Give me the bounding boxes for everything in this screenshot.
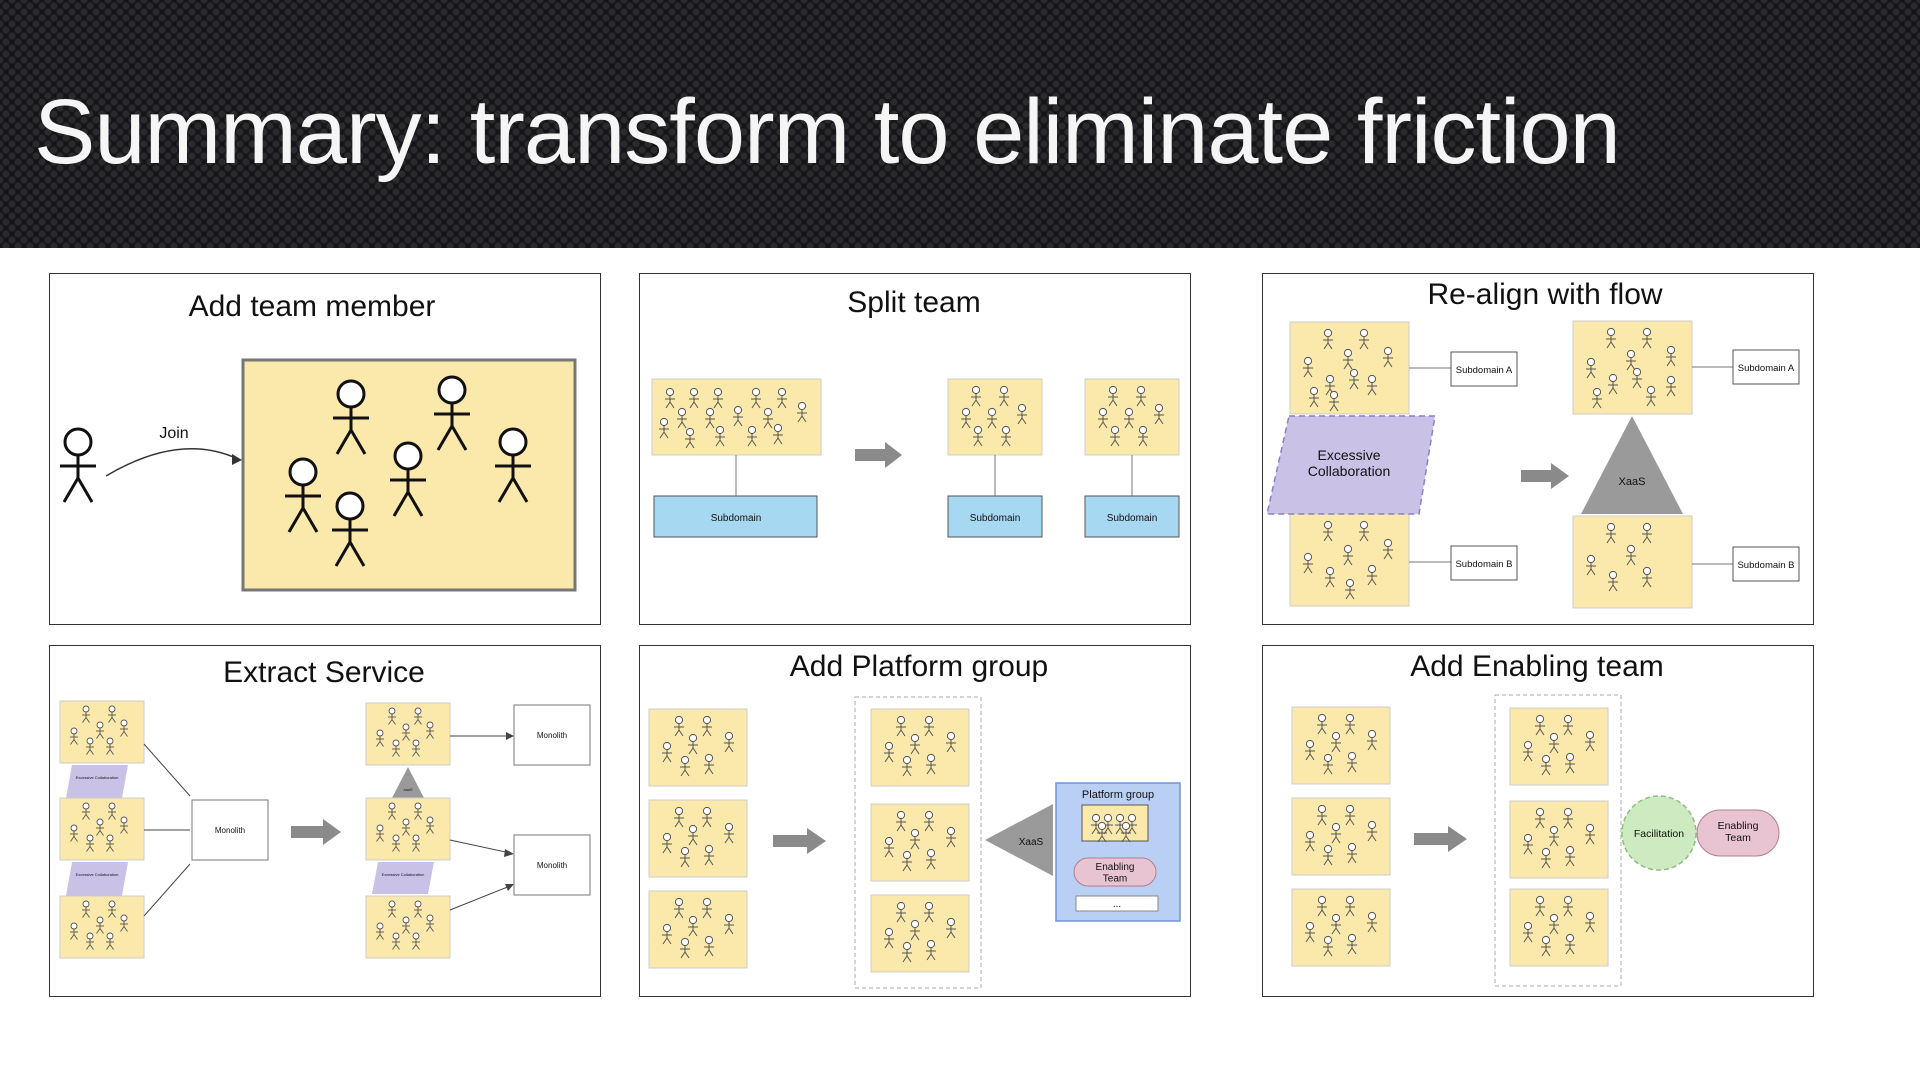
- new-member-icon: [60, 427, 96, 503]
- title-banner: Summary: transform to eliminate friction: [0, 0, 1920, 248]
- xaas-triangle: [1581, 416, 1683, 514]
- right-arrow-icon: [1521, 463, 1569, 489]
- excessive-collab-label: Excessive Collaboration: [76, 872, 119, 877]
- subdomain-b-label: Subdomain B: [1455, 559, 1512, 570]
- team-box-small: [1084, 378, 1180, 456]
- panel-split-team: Split team Subdomain Subdomain Subdomain: [639, 273, 1191, 625]
- join-arrow: [105, 447, 239, 477]
- panel-realign-with-flow: Re-align with flow Subdomain A Subdomain…: [1262, 273, 1814, 625]
- excessive-collaboration-shape: [66, 765, 128, 798]
- subdomain-box: [653, 495, 818, 538]
- connector-arrow: [449, 839, 511, 854]
- panel-title: Add team member: [189, 290, 436, 323]
- join-arrowhead: [232, 454, 242, 465]
- subdomain-a-box: [1732, 349, 1800, 385]
- facilitation-circle: [1621, 795, 1697, 871]
- team-box-small: [947, 378, 1043, 456]
- right-arrow-icon: [291, 819, 341, 845]
- enabling-team-pill: [1073, 857, 1157, 887]
- member-icon: [333, 379, 369, 455]
- xaas-triangle: [985, 804, 1053, 876]
- extract-service-diagram: Extract Service Excessive Collaboration …: [59, 656, 591, 959]
- monolith-label: Monolith: [215, 826, 245, 835]
- realign-diagram: Re-align with flow Subdomain A Subdomain…: [1266, 278, 1800, 609]
- right-arrow-icon: [855, 442, 902, 468]
- member-icon: [285, 457, 321, 533]
- platform-group-diagram: Add Platform group XaaS: [648, 650, 1181, 989]
- member-icon: [434, 375, 470, 451]
- subdomain-a-box: [1450, 351, 1518, 387]
- connector-arrow: [143, 863, 191, 917]
- platform-team-box: [1081, 804, 1149, 842]
- subdomain-box: [947, 495, 1043, 538]
- monolith-label: Monolith: [537, 731, 567, 740]
- arrowhead: [505, 884, 514, 891]
- excessive-collab-label: Excessive Collaboration: [382, 872, 425, 877]
- monolith-box: [191, 799, 269, 861]
- panel-title: Re-align with flow: [1427, 278, 1662, 311]
- subdomain-b-label: Subdomain B: [1737, 560, 1794, 571]
- enabling-team-diagram: Add Enabling team Facilitation: [1291, 650, 1780, 987]
- excessive-collaboration-shape: [372, 862, 434, 894]
- subdomain-b-box: [1732, 546, 1800, 582]
- connector-arrow: [449, 885, 511, 911]
- panel-add-team-member: Add team member Join: [49, 273, 601, 625]
- subdomain-a-label: Subdomain A: [1738, 363, 1795, 374]
- subdomain-label: Subdomain: [970, 513, 1021, 524]
- split-team-diagram: Split team Subdomain Subdomain Subdomain: [651, 286, 1180, 538]
- right-arrow-icon: [773, 828, 826, 854]
- panel-title: Split team: [847, 286, 980, 319]
- xaas-label: xaaS: [403, 787, 412, 792]
- member-icon: [390, 441, 426, 517]
- panel-extract-service: Extract Service Excessive Collaboration …: [49, 645, 601, 997]
- monolith-box: [513, 834, 591, 896]
- panel-title: Add Enabling team: [1410, 650, 1664, 683]
- xaas-triangle: [392, 767, 424, 798]
- ellipsis-label: ...: [1113, 899, 1121, 910]
- xaas-label: XaaS: [1019, 837, 1044, 848]
- team-group-outline: [854, 696, 982, 989]
- platform-group-label: Platform group: [1082, 789, 1154, 801]
- excessive-collaboration-shape: [1266, 415, 1436, 515]
- xaas-label: XaaS: [1619, 476, 1646, 488]
- team-group-outline: [1494, 694, 1622, 987]
- add-member-diagram: Add team member Join: [60, 290, 577, 592]
- excessive-collab-label: Excessive Collaboration: [76, 775, 119, 780]
- monolith-label: Monolith: [537, 861, 567, 870]
- subdomain-label: Subdomain: [1107, 513, 1158, 524]
- connector-arrow: [143, 743, 191, 797]
- panel-add-enabling-team: Add Enabling team Facilitation: [1262, 645, 1814, 997]
- subdomain-label: Subdomain: [711, 513, 762, 524]
- subdomain-b-box: [1450, 545, 1518, 581]
- slide-title: Summary: transform to eliminate friction: [34, 81, 1621, 183]
- panel-title: Extract Service: [223, 656, 425, 689]
- monolith-box: [513, 704, 591, 766]
- panel-add-platform-group: Add Platform group XaaS: [639, 645, 1191, 997]
- panel-title: Add Platform group: [790, 650, 1048, 683]
- arrowhead: [506, 732, 514, 740]
- member-icon: [332, 491, 368, 567]
- subdomain-box: [1084, 495, 1180, 538]
- excessive-collaboration-shape: [66, 862, 128, 896]
- facilitation-label: Facilitation: [1634, 828, 1684, 840]
- subdomain-a-label: Subdomain A: [1456, 365, 1513, 376]
- arrowhead: [504, 849, 514, 857]
- member-icon: [495, 427, 531, 503]
- enabling-team-pill: [1696, 809, 1780, 857]
- right-arrow-icon: [1414, 826, 1467, 852]
- more-box: [1075, 895, 1159, 912]
- join-label: Join: [159, 425, 188, 442]
